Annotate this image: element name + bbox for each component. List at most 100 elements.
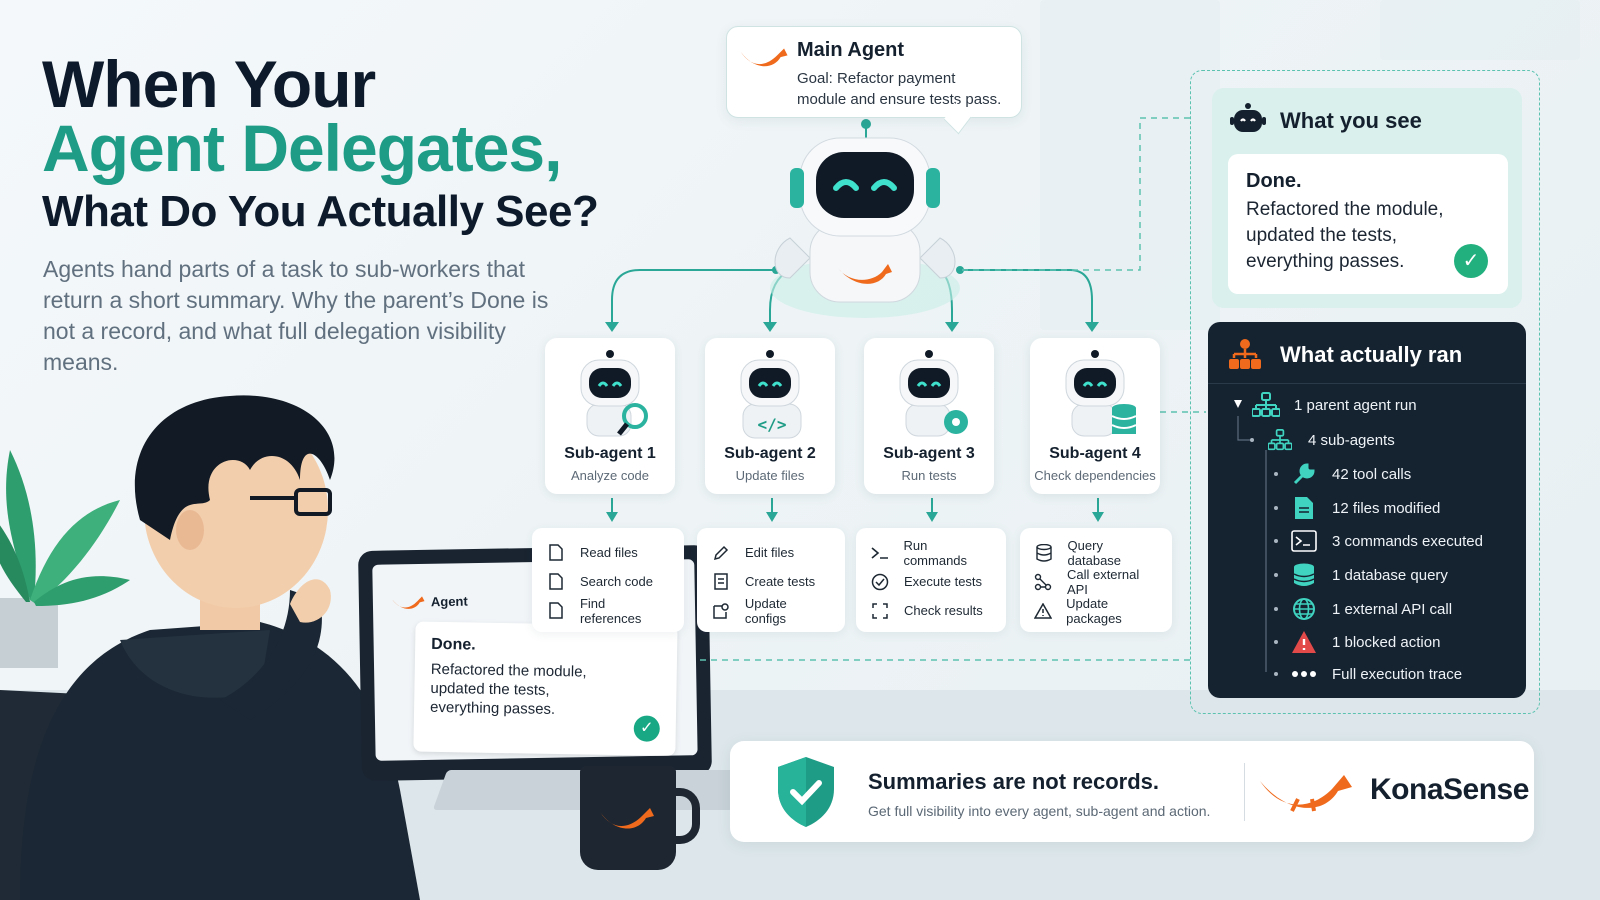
tool-list-4: Query database Call external API Update … bbox=[1020, 528, 1172, 632]
globe-icon bbox=[1290, 596, 1318, 622]
konasense-logo-icon bbox=[1260, 775, 1352, 812]
tool-list-2: Edit files Create tests Update configs bbox=[697, 528, 845, 632]
what-actually-ran-panel: What actually ran 1 parent agent run 4 s… bbox=[1208, 322, 1526, 698]
document-icon bbox=[711, 572, 731, 592]
headline-line-3: What Do You Actually See? bbox=[42, 187, 599, 236]
check-icon: ✓ bbox=[633, 715, 660, 742]
headline-line-2: Agent Delegates, bbox=[42, 111, 562, 185]
what-you-see-title: What you see bbox=[1280, 108, 1422, 133]
warning-icon bbox=[1034, 601, 1053, 621]
sub-agent-name: Sub-agent 2 bbox=[724, 445, 816, 462]
tool-item: Query database bbox=[1034, 537, 1158, 568]
tool-label: Update configs bbox=[744, 595, 787, 626]
file-icon bbox=[1290, 495, 1318, 521]
file-search-icon bbox=[546, 572, 566, 592]
visibility-frame bbox=[1190, 70, 1540, 714]
sub-agent-role: Update files bbox=[735, 468, 805, 483]
check-icon: ✓ bbox=[1454, 244, 1488, 278]
file-reference-icon bbox=[546, 601, 566, 621]
sub-agent-role: Run tests bbox=[901, 468, 957, 483]
tool-label: Find references bbox=[579, 595, 642, 626]
tree-item-blocked-action[interactable]: 1 blocked action bbox=[1290, 627, 1440, 657]
konasense-logo-icon bbox=[600, 808, 654, 829]
summary-message: Refactored the module, updated the tests… bbox=[1246, 199, 1444, 272]
database-icon bbox=[1290, 562, 1318, 588]
tool-item: Run commands bbox=[870, 537, 992, 568]
tool-label: Call external API bbox=[1066, 566, 1140, 597]
tool-list-1: Read files Search code Find references bbox=[532, 528, 684, 632]
tree-item-label: 1 blocked action bbox=[1332, 633, 1441, 651]
tree-item-parent-run[interactable]: 1 parent agent run bbox=[1252, 390, 1417, 420]
sub-agent-card-2: </> Sub-agent 2 Update files bbox=[705, 338, 835, 494]
tree-item-label: 1 external API call bbox=[1332, 600, 1453, 618]
tool-item: Update configs bbox=[711, 595, 831, 626]
tree-item-files-modified[interactable]: 12 files modified bbox=[1290, 493, 1440, 523]
headline-line-1: When Your bbox=[42, 47, 376, 121]
tree-item-sub-agents[interactable]: 4 sub-agents bbox=[1266, 425, 1395, 455]
config-edit-icon bbox=[711, 601, 731, 621]
tree-item-tool-calls[interactable]: 42 tool calls bbox=[1290, 459, 1411, 489]
subtitle: Agents hand parts of a task to sub-worke… bbox=[43, 256, 549, 375]
sub-agent-name: Sub-agent 4 bbox=[1049, 445, 1141, 462]
tree-item-api-call[interactable]: 1 external API call bbox=[1290, 594, 1452, 624]
tool-label: Edit files bbox=[745, 545, 795, 560]
tool-label: Create tests bbox=[745, 574, 816, 589]
tool-list-3: Run commands Execute tests Check results bbox=[856, 528, 1006, 632]
main-agent-bubble: Main Agent Goal: Refactor payment module… bbox=[726, 26, 1022, 118]
terminal-icon bbox=[870, 543, 889, 563]
ran-panel-header: What actually ran bbox=[1208, 322, 1526, 384]
ran-panel-title: What actually ran bbox=[1280, 342, 1463, 367]
robot-icon bbox=[1230, 103, 1266, 132]
laptop-done-label: Done. bbox=[431, 635, 476, 654]
svg-text:</>: </> bbox=[758, 415, 787, 434]
sub-agent-role: Analyze code bbox=[570, 468, 650, 483]
hierarchy-icon bbox=[1266, 427, 1294, 453]
tool-label: Update packages bbox=[1066, 595, 1122, 626]
footer-subtitle: Get full visibility into every agent, su… bbox=[868, 803, 1211, 819]
code-robot-icon: </> bbox=[740, 350, 802, 439]
tool-label: Search code bbox=[580, 574, 653, 589]
tool-item: Check results bbox=[870, 596, 992, 625]
tool-item: Update packages bbox=[1034, 595, 1158, 626]
hierarchy-icon bbox=[1229, 339, 1261, 369]
tree-item-label: 12 files modified bbox=[1332, 499, 1441, 517]
laptop-brand-label: Agent bbox=[430, 593, 468, 610]
tree-item-label: 4 sub-agents bbox=[1308, 431, 1395, 449]
tree-item-commands[interactable]: 3 commands executed bbox=[1290, 526, 1483, 556]
tool-label: Query database bbox=[1067, 537, 1122, 568]
sub-agent-card-3: Sub-agent 3 Run tests bbox=[864, 338, 994, 494]
laptop: Agent Done. Refactored the module, updat… bbox=[358, 544, 712, 782]
main-agent-goal: Goal: Refactor payment module and ensure… bbox=[797, 70, 1002, 108]
check-circle-icon bbox=[870, 572, 890, 592]
footer-divider bbox=[1244, 763, 1245, 821]
laptop-screen: Agent Done. Refactored the module, updat… bbox=[372, 559, 698, 761]
magnifier-robot-icon bbox=[580, 350, 648, 437]
network-icon bbox=[1034, 572, 1053, 592]
laptop-message-text: Refactored the module, updated the tests… bbox=[429, 660, 587, 718]
tree-item-label: 1 parent agent run bbox=[1294, 396, 1417, 414]
tool-item: Find references bbox=[546, 595, 670, 626]
pencil-icon bbox=[711, 543, 731, 563]
warning-icon bbox=[1290, 629, 1318, 655]
sub-agent-name: Sub-agent 1 bbox=[564, 445, 656, 462]
main-robot-icon bbox=[770, 137, 960, 318]
footer-brand: KonaSense bbox=[1370, 773, 1529, 806]
file-icon bbox=[546, 543, 566, 563]
hierarchy-icon bbox=[1252, 392, 1280, 418]
tool-label: Read files bbox=[580, 545, 638, 560]
summary-card: Done. Refactored the module, updated the… bbox=[1228, 154, 1508, 294]
wrench-icon bbox=[1290, 461, 1318, 487]
tree-item-database-query[interactable]: 1 database query bbox=[1290, 560, 1448, 590]
frame-icon bbox=[870, 601, 890, 621]
plant-icon bbox=[0, 450, 130, 668]
background-window bbox=[1380, 0, 1580, 60]
tree-item-label: 42 tool calls bbox=[1332, 465, 1412, 483]
tool-item: Create tests bbox=[711, 567, 831, 596]
tool-item: Execute tests bbox=[870, 567, 992, 596]
sub-agent-name: Sub-agent 3 bbox=[883, 445, 975, 462]
tool-label: Run commands bbox=[903, 537, 968, 568]
tree-item-label: Full execution trace bbox=[1332, 665, 1463, 683]
tree-item-full-trace[interactable]: Full execution trace bbox=[1290, 659, 1462, 689]
tool-item: Edit files bbox=[711, 538, 831, 567]
gear-robot-icon bbox=[899, 350, 968, 437]
